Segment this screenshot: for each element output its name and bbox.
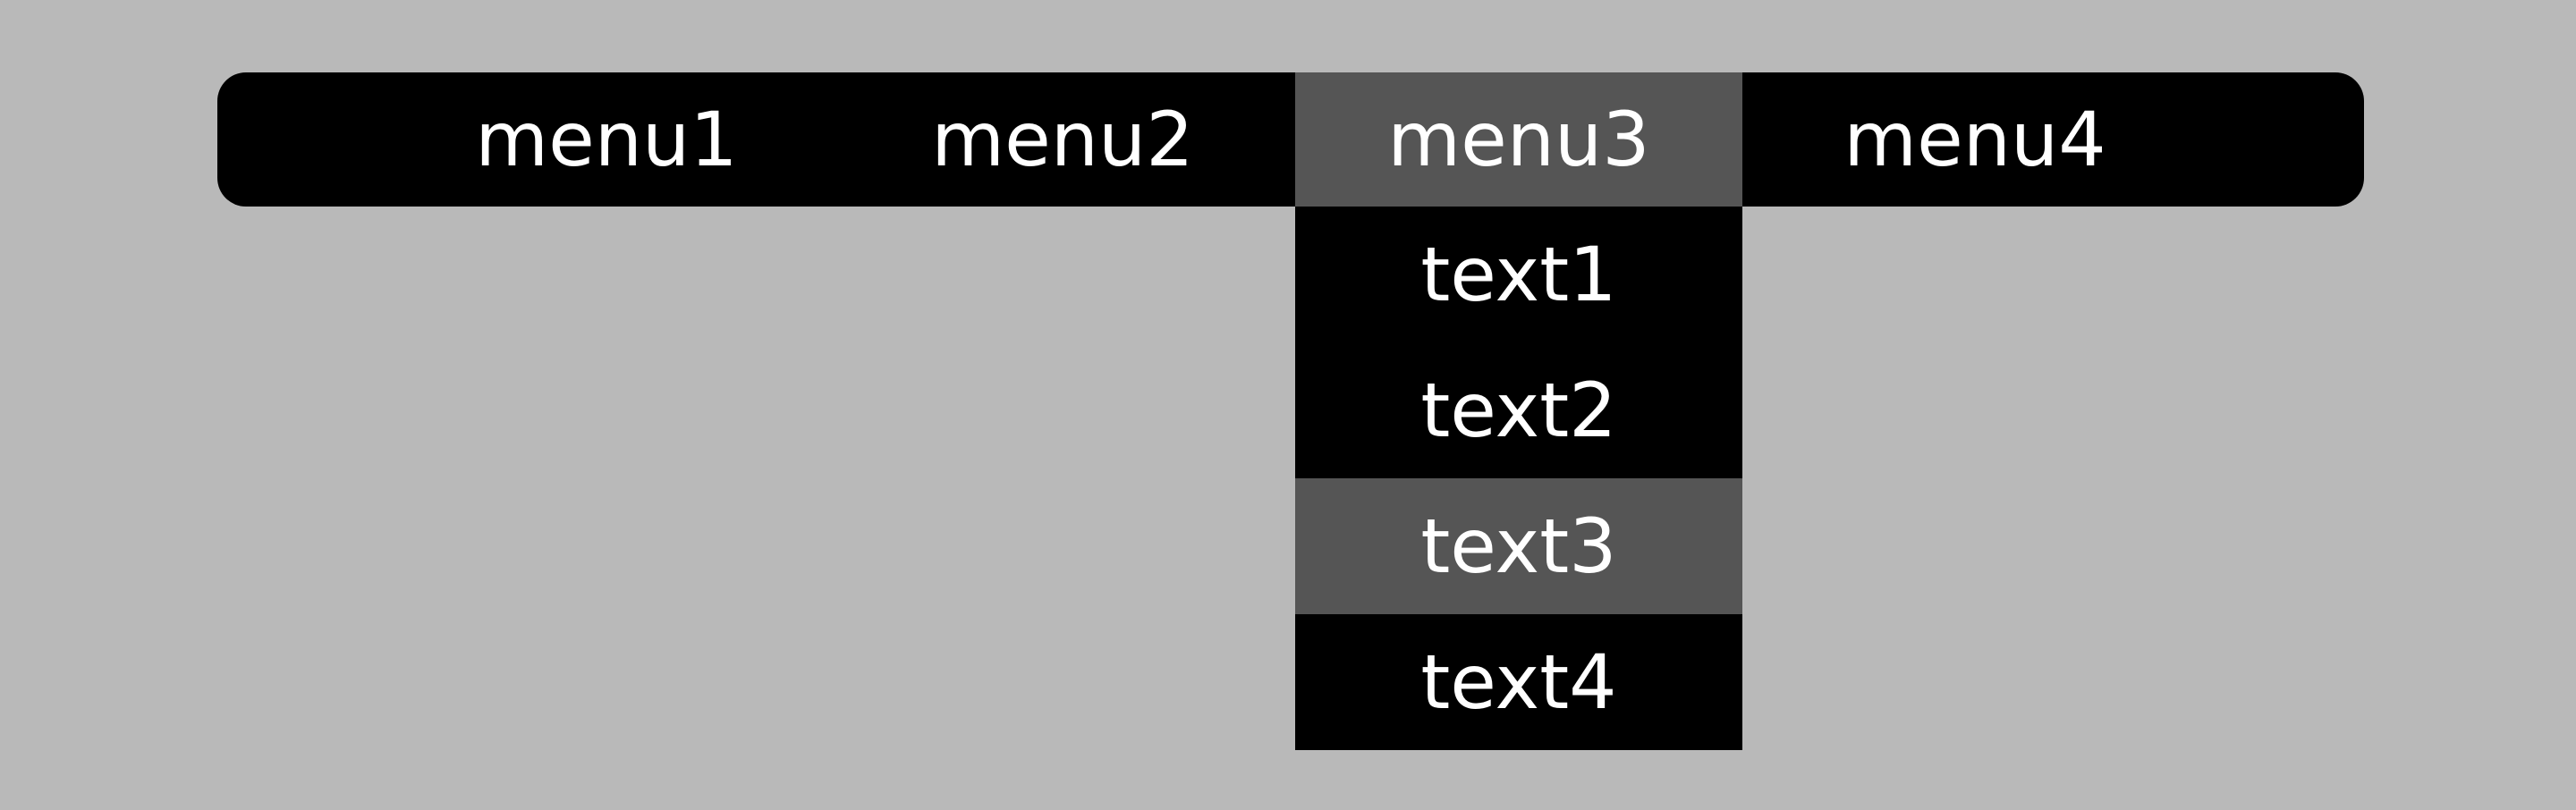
menu-item-menu3-label: menu3 [1387,96,1650,183]
dropdown-menu: text1 text2 text3 text4 [1295,207,1742,750]
menu-item-menu4[interactable]: menu4 [1843,96,2106,183]
dropdown-item-text3[interactable]: text3 [1295,478,1742,614]
dropdown-item-text1[interactable]: text1 [1295,207,1742,342]
menu-item-menu1[interactable]: menu1 [475,96,738,183]
menu-bar: menu1 menu2 menu3 text1 text2 text3 text… [217,72,2364,750]
menu-item-menu2[interactable]: menu2 [931,96,1194,183]
menu-item-menu3[interactable]: menu3 text1 text2 text3 text4 [1295,72,1742,750]
dropdown-item-text2[interactable]: text2 [1295,342,1742,478]
dropdown-item-text4[interactable]: text4 [1295,614,1742,750]
